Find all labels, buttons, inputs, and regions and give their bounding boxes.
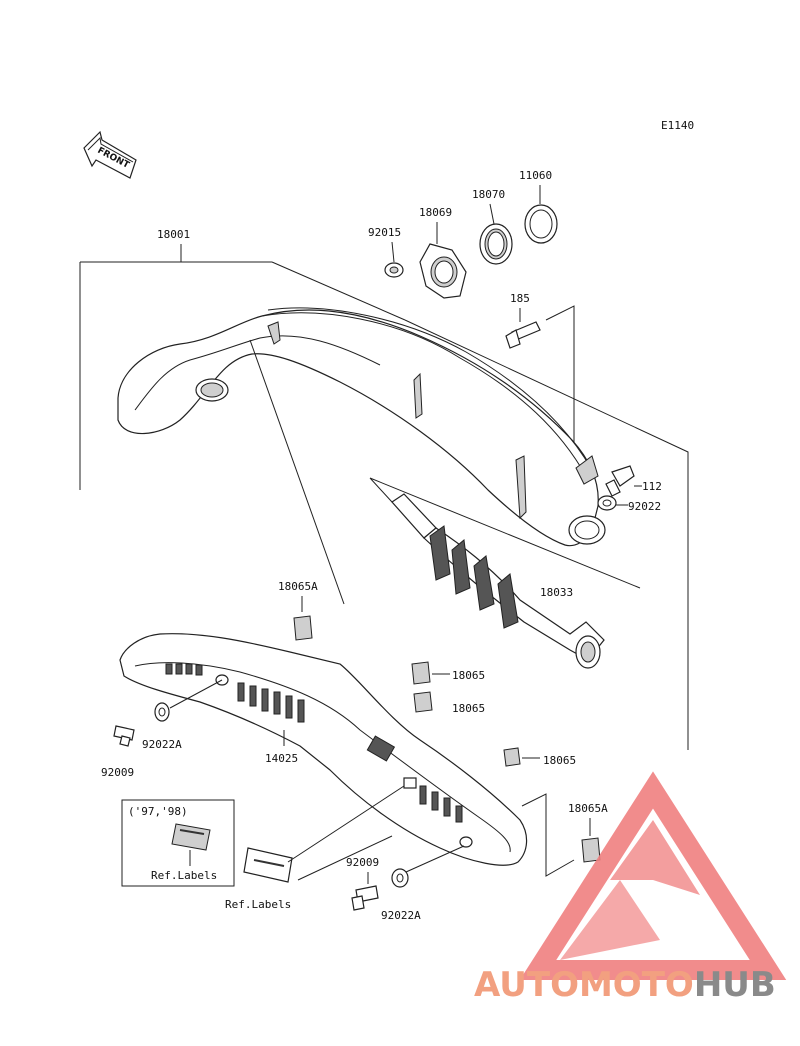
label-14025: 14025 — [265, 752, 298, 765]
leader-18001 — [79, 244, 406, 490]
label-18070: 18070 — [472, 188, 505, 201]
washer-92022a-bottom — [391, 868, 409, 888]
label-92022a-bottom: 92022A — [381, 909, 421, 922]
watermark-part2: HUB — [694, 965, 776, 1005]
clip-18065-2 — [413, 691, 433, 713]
label-92022a-left: 92022A — [142, 738, 182, 751]
washer-92022a-left — [154, 702, 170, 722]
bolt-92009-left — [113, 725, 135, 747]
label-92009-left: 92009 — [101, 766, 134, 779]
clip-18065a-right — [581, 837, 601, 863]
front-arrow-icon: FRONT — [83, 130, 137, 179]
label-18065-2: 18065 — [452, 702, 485, 715]
muffler-18001 — [117, 307, 606, 547]
tailpipe-18033 — [391, 493, 605, 669]
label-18065a-top: 18065A — [278, 580, 318, 593]
inset-box: ('97,'98) Ref.Labels — [121, 799, 235, 887]
ring-18070 — [479, 223, 513, 265]
label-112: 112 — [642, 480, 662, 493]
label-18069: 18069 — [419, 206, 452, 219]
label-18033: 18033 — [540, 586, 573, 599]
leader-18001-right — [404, 319, 689, 750]
label-92009-bottom: 92009 — [346, 856, 379, 869]
bolt-92009-bottom — [351, 885, 379, 911]
watermark-part1: AUTOMOTO — [474, 965, 694, 1005]
watermark-triangle-icon — [519, 771, 787, 980]
label-92022: 92022 — [628, 500, 661, 513]
clip-18065a-top — [293, 615, 313, 641]
label-18001: 18001 — [157, 228, 190, 241]
watermark-text: AUTOMOTOHUB — [474, 965, 776, 1005]
gasket-11060 — [524, 204, 558, 244]
nut-92015 — [384, 262, 404, 278]
inset-ref-labels: Ref.Labels — [151, 869, 217, 882]
label-18065a-right: 18065A — [568, 802, 608, 815]
label-18065-1: 18065 — [452, 669, 485, 682]
bolt-185 — [505, 321, 541, 349]
heat-guard-14025 — [119, 633, 528, 866]
clip-18065-1 — [411, 661, 431, 685]
flange-18069 — [419, 243, 467, 299]
bolt-112 — [605, 465, 635, 497]
inset-years: ('97,'98) — [128, 805, 188, 818]
washer-92022 — [597, 495, 617, 511]
label-185: 185 — [510, 292, 530, 305]
watermark-logo — [519, 771, 787, 980]
label-ref-labels-bottom: Ref.Labels — [225, 898, 291, 911]
label-92015: 92015 — [368, 226, 401, 239]
label-18065-3: 18065 — [543, 754, 576, 767]
ref-label-decal — [243, 847, 293, 883]
label-11060: 11060 — [519, 169, 552, 182]
diagram-code: E1140 — [661, 119, 694, 132]
clip-18065-3 — [503, 747, 521, 767]
